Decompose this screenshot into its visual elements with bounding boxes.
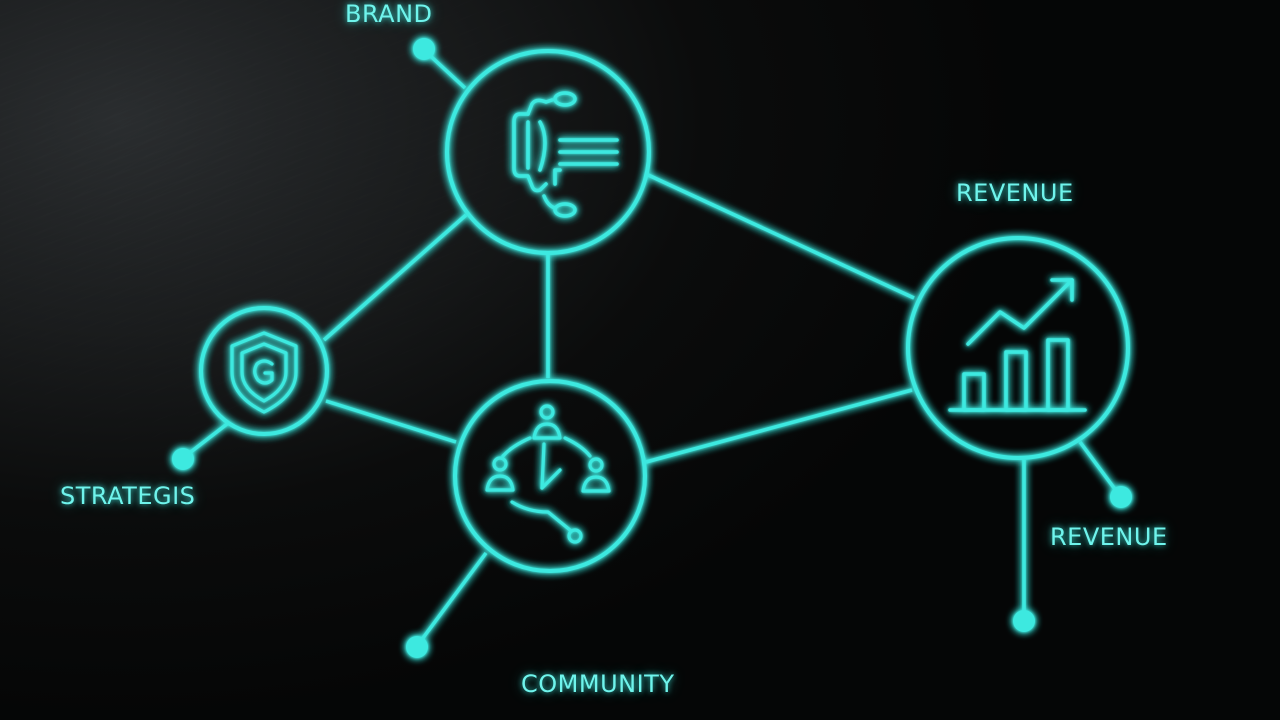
end-dot-revenue-right: [1110, 486, 1132, 508]
node-revenue: [906, 236, 1130, 460]
edge-brand-strategy: [322, 213, 468, 342]
edge-brand-revenue: [645, 172, 915, 300]
people-network-icon: [485, 404, 611, 544]
end-dot-strategy: [172, 448, 194, 470]
edge-strategy-community: [325, 399, 457, 444]
node-community: [453, 379, 647, 573]
edge-community-revenue: [645, 388, 913, 464]
label-revenue-bottom: REVENUE: [1050, 523, 1168, 551]
end-dot-brand: [413, 38, 435, 60]
shield-icon: [230, 331, 298, 414]
growth-chart-icon: [948, 278, 1087, 412]
node-brand: [445, 49, 651, 255]
end-dot-community: [406, 636, 428, 658]
spur-community: [415, 551, 488, 648]
label-revenue-top: REVENUE: [956, 179, 1074, 207]
node-strategy: [199, 306, 329, 436]
label-brand: BRAND: [345, 0, 433, 28]
label-strategis: STRATEGIS: [60, 482, 196, 510]
phone-connector-icon: [512, 91, 619, 218]
spur-revenue-right: [1078, 440, 1122, 498]
end-dot-revenue-down: [1013, 610, 1035, 632]
label-community: COMMUNITY: [521, 670, 675, 698]
